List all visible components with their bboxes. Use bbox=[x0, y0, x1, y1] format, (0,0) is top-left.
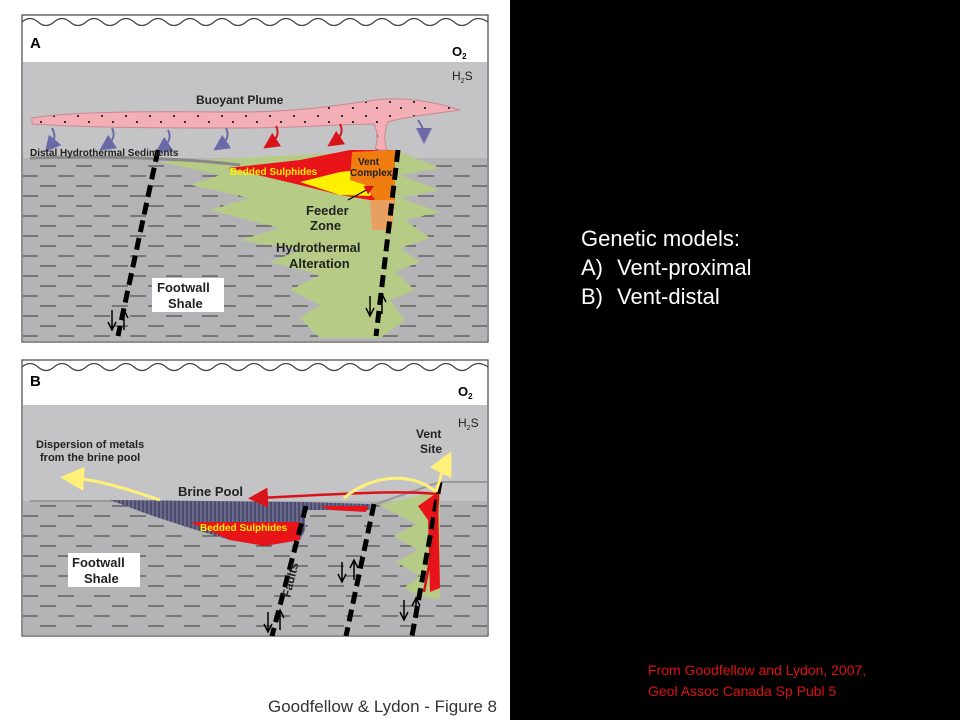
panel-b-dispersion-label-1: Dispersion of metals bbox=[36, 439, 144, 451]
panel-b-footwall-label-2: Shale bbox=[84, 571, 119, 586]
panel-a-buoyant-plume-label: Buoyant Plume bbox=[196, 93, 284, 107]
citation: From Goodfellow and Lydon, 2007, Geol As… bbox=[648, 660, 866, 702]
figure-panel: A O2 H2S Buoyant Plume Distal Hydrotherm… bbox=[0, 0, 510, 720]
panel-b-water bbox=[23, 405, 487, 501]
genetic-model-letter: A) bbox=[581, 255, 603, 280]
genetic-models: Genetic models: A) Vent-proximal B) Vent-d… bbox=[581, 224, 752, 311]
panel-b-bedded-sulphides-label: Bedded Sulphides bbox=[200, 523, 288, 534]
panel-a-feeder-label-1: Feeder bbox=[306, 203, 349, 218]
panel-a-buoyant-plume bbox=[31, 98, 461, 151]
panel-a-h2s: H2S bbox=[452, 69, 473, 85]
panel-b-dispersion-label-2: from the brine pool bbox=[40, 452, 140, 464]
panel-b-vent-site-label-2: Site bbox=[420, 442, 442, 456]
genetic-model-text: Vent-distal bbox=[617, 284, 720, 309]
panel-a-feeder-label-2: Zone bbox=[310, 218, 341, 233]
panel-a-vent-label-2: Complex bbox=[350, 168, 393, 179]
citation-line-2: Geol Assoc Canada Sp Publ 5 bbox=[648, 683, 837, 699]
citation-line-1: From Goodfellow and Lydon, 2007, bbox=[648, 662, 867, 678]
panel-a: A O2 H2S Buoyant Plume Distal Hydrotherm… bbox=[21, 14, 489, 343]
panel-a-bedded-sulphides-label: Bedded Sulphides bbox=[230, 167, 318, 178]
panel-b-o2: O2 bbox=[458, 384, 473, 401]
panel-b-footwall-label-1: Footwall bbox=[72, 555, 125, 570]
panel-a-letter: A bbox=[30, 35, 41, 52]
genetic-model-letter: B) bbox=[581, 284, 603, 309]
genetic-model-item: B) Vent-distal bbox=[581, 282, 752, 311]
panel-a-footwall-label-1: Footwall bbox=[157, 280, 210, 295]
panel-a-distal-sediments-label: Distal Hydrothermal Sediments bbox=[30, 148, 179, 159]
panel-a-alteration-label-2: Alteration bbox=[289, 256, 350, 271]
panel-a-vent-complex bbox=[350, 150, 395, 205]
panel-b-brine-pool-label: Brine Pool bbox=[178, 484, 243, 499]
panel-b-sulphide-tail bbox=[320, 506, 368, 512]
panel-b-letter: B bbox=[30, 373, 41, 390]
panel-a-vent-label-1: Vent bbox=[358, 157, 380, 168]
panel-b: B O2 H2S Dispersion of metals from the b… bbox=[21, 359, 489, 637]
panel-a-alteration-label-1: Hydrothermal bbox=[276, 240, 361, 255]
genetic-model-item: A) Vent-proximal bbox=[581, 253, 752, 282]
panel-a-o2: O2 bbox=[452, 44, 467, 61]
figure-diagram: A O2 H2S Buoyant Plume Distal Hydrotherm… bbox=[21, 14, 489, 637]
panel-b-bedded-sulphides bbox=[190, 522, 300, 546]
figure-caption: Goodfellow & Lydon - Figure 8 bbox=[268, 697, 497, 716]
genetic-models-title: Genetic models: bbox=[581, 226, 740, 251]
panel-a-footwall-box bbox=[152, 278, 224, 312]
panel-b-vent-site-label-1: Vent bbox=[416, 427, 441, 441]
panel-a-wave bbox=[21, 17, 489, 27]
genetic-model-text: Vent-proximal bbox=[617, 255, 752, 280]
panel-b-h2s: H2S bbox=[458, 416, 479, 432]
panel-b-wave bbox=[21, 362, 489, 372]
panel-b-footwall-box bbox=[68, 553, 140, 587]
panel-a-footwall-label-2: Shale bbox=[168, 296, 203, 311]
